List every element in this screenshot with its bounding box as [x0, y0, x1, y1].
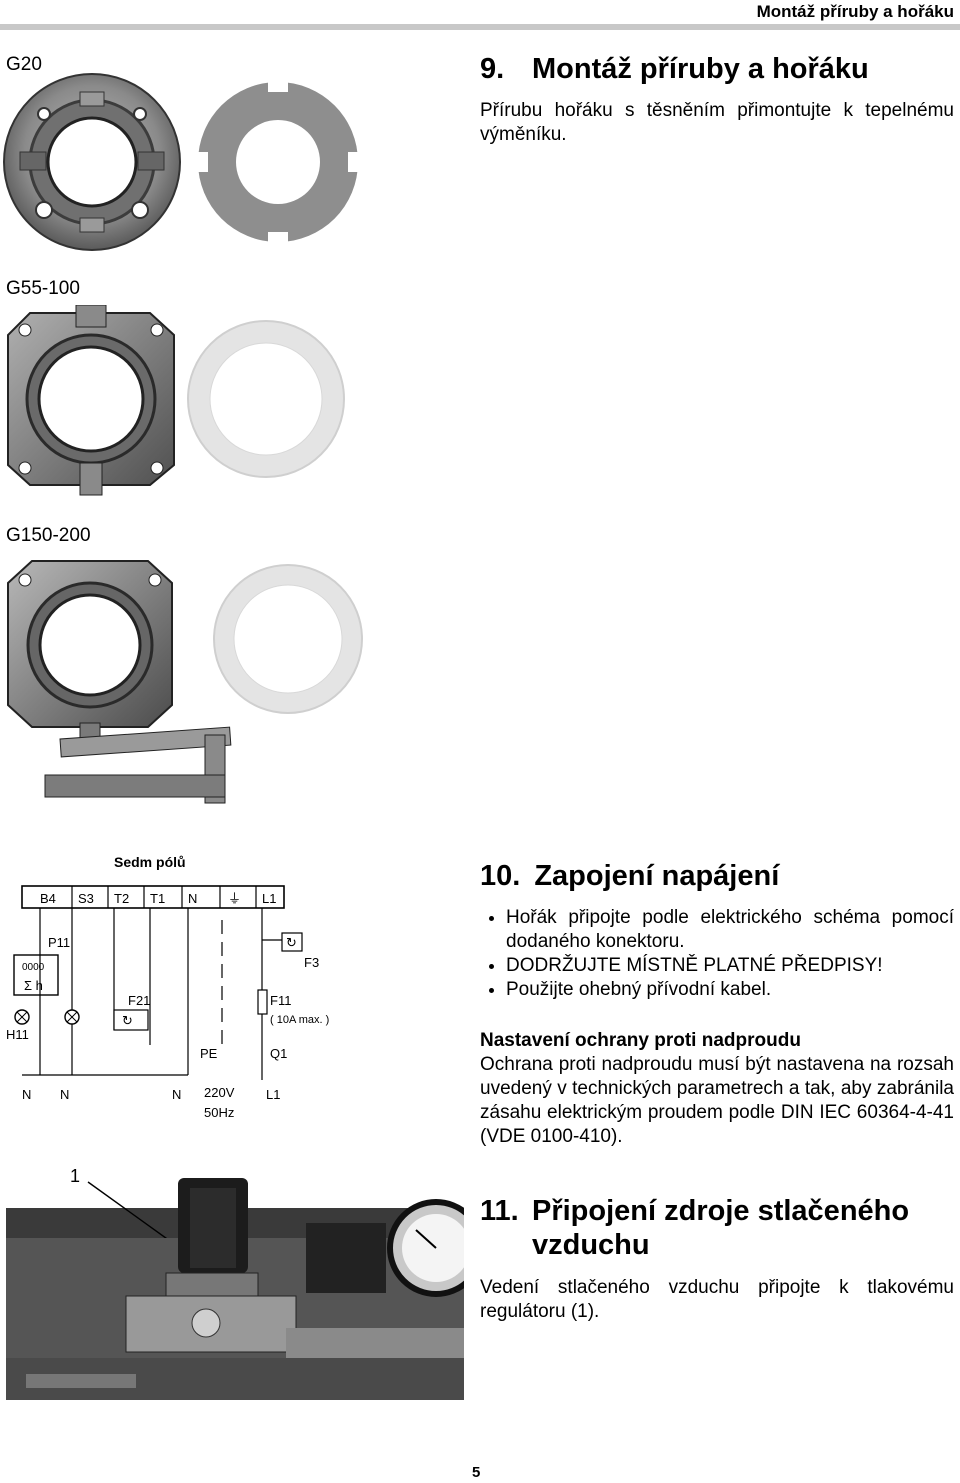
label-l1-supply: L1	[266, 1087, 280, 1102]
header-title: Montáž příruby a hořáku	[756, 2, 954, 21]
page-number: 5	[472, 1464, 481, 1481]
terminal-b4: B4	[40, 891, 56, 906]
terminal-strip	[21, 885, 285, 909]
section-11-number: 11.	[480, 1195, 519, 1227]
section-11-text: Vedení stlačeného vzduchu připojte k tla…	[480, 1277, 954, 1322]
section-11-title: Připojení zdroje stlačeného vzduchu	[532, 1195, 910, 1262]
thermostat-f3-box	[281, 932, 303, 952]
label-f3: F3	[304, 955, 319, 970]
lamp-icon	[14, 1009, 30, 1025]
terminal-l1: L1	[262, 891, 276, 906]
label-q1: Q1	[270, 1046, 287, 1061]
section-10-number: 10.	[480, 860, 521, 892]
terminal-n: N	[188, 891, 197, 906]
bullet-item: DODRŽUJTE MÍSTNĚ PLATNÉ PŘEDPISY!	[506, 954, 954, 978]
air-regulator-photo	[6, 1178, 464, 1400]
model-label-g55: G55-100	[6, 278, 80, 299]
terminal-ground: ⏚	[228, 891, 241, 906]
section-9-heading: 9. Montáž příruby a hořáku	[480, 52, 950, 86]
model-label-g20: G20	[6, 54, 42, 75]
label-p11: P11	[48, 935, 70, 950]
section-10-heading: 10. Zapojení napájení	[480, 859, 950, 893]
wiring-diagram: Sedm pólů B4 S3 T2 T1 N ⏚ L1 0000 Σ h P1…	[6, 854, 329, 1120]
callout-number: 1	[70, 1166, 81, 1186]
model-label-g150: G150-200	[6, 525, 91, 546]
bullet-item: Hořák připojte podle elektrického schéma…	[506, 906, 954, 954]
g55-flange-gasket-image	[7, 305, 345, 496]
label-f21: F21	[128, 993, 150, 1008]
label-f11: F11	[270, 993, 291, 1008]
section-9-title: Montáž příruby a hořáku	[532, 53, 869, 85]
rotate-icon: ↻	[122, 1013, 133, 1028]
hour-counter-sum: Σ h	[24, 978, 43, 993]
section-11-heading: 11. Připojení zdroje stlačeného vzduchu	[480, 1194, 950, 1262]
hour-counter-digits: 0000	[22, 962, 45, 973]
rotate-icon: ↻	[286, 935, 297, 950]
hour-counter-box	[13, 954, 59, 996]
label-pe: PE	[200, 1046, 218, 1061]
label-frequency: 50Hz	[204, 1105, 234, 1120]
g150-flange-gasket-image	[7, 560, 363, 804]
section-10-bullets: Hořák připojte podle elektrického schéma…	[480, 906, 954, 1002]
label-n-3: N	[172, 1087, 181, 1102]
section-9-text: Přírubu hořáku s těsněním přimontujte k …	[480, 100, 954, 145]
overcurrent-text: Ochrana proti nadproudu musí být nastave…	[480, 1054, 954, 1147]
label-n-1: N	[22, 1087, 31, 1102]
label-voltage: 220V	[204, 1085, 235, 1100]
label-f11-rating: ( 10A max. )	[270, 1014, 329, 1026]
wiring-diagram-title: Sedm pólů	[114, 854, 186, 870]
header-divider	[0, 24, 960, 30]
terminal-s3: S3	[78, 891, 94, 906]
label-n-2: N	[60, 1087, 69, 1102]
g20-flange-gasket-image	[3, 73, 362, 251]
section-10-title: Zapojení napájení	[534, 860, 780, 892]
label-h11: H11	[6, 1027, 29, 1042]
overcurrent-heading: Nastavení ochrany proti nadproudu	[480, 1030, 801, 1051]
bullet-item: Použijte ohebný přívodní kabel.	[506, 978, 954, 1002]
section-9-number: 9.	[480, 53, 505, 85]
thermostat-f21-box	[113, 1009, 149, 1031]
terminal-t2: T2	[114, 891, 129, 906]
terminal-t1: T1	[150, 891, 165, 906]
fuse-f11	[257, 989, 268, 1015]
